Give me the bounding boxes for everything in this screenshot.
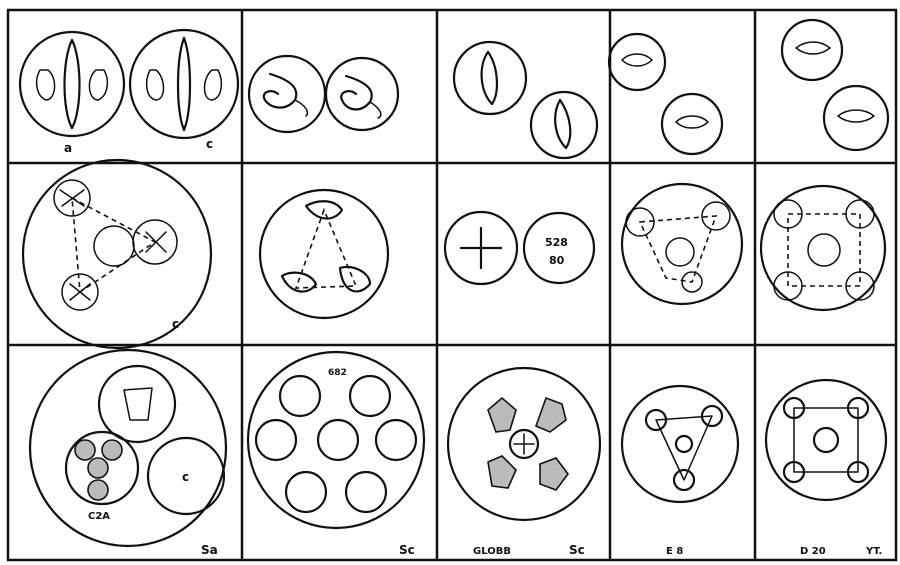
cell-r3c2 xyxy=(248,352,424,528)
cell-r1c1: a c xyxy=(20,30,238,155)
cell-r2c4 xyxy=(622,184,742,304)
label-r3c4-cell: E 8 xyxy=(666,546,683,557)
cell-r3c3 xyxy=(448,368,600,520)
cell-r2c3 xyxy=(445,212,594,284)
cell-r3c4 xyxy=(622,386,738,502)
cell-r2c5 xyxy=(761,186,885,310)
cell-r1c4 xyxy=(609,34,722,154)
label-r3c1-mid: c xyxy=(182,470,189,484)
cell-r1c3 xyxy=(454,42,597,158)
label-r2c1: c xyxy=(172,317,179,331)
cell-r2c2 xyxy=(260,190,388,318)
cell-r1c5 xyxy=(782,20,888,150)
label-r3c2-cell: Sc xyxy=(399,543,415,557)
cell-r2c1 xyxy=(23,160,211,348)
label-r3c1-inner: C2A xyxy=(88,511,110,522)
cell-r1c2 xyxy=(249,56,398,132)
cell-r3c1 xyxy=(30,350,226,546)
label-r3c5-cell: D 20 xyxy=(800,546,826,557)
grid-lines xyxy=(8,10,896,560)
label-r3c2-top: 682 xyxy=(328,368,347,378)
label-r3c1-cell: Sa xyxy=(201,543,218,557)
cell-c-figure xyxy=(130,30,238,138)
label-r3c3-left: GLOBB xyxy=(473,546,511,557)
label-c: c xyxy=(206,137,213,151)
label-r2c3-bottom: 80 xyxy=(549,254,565,267)
label-r2c3-top: 528 xyxy=(545,236,568,249)
label-r3c3-right: Sc xyxy=(569,543,585,557)
label-r3c5-corner: YT. xyxy=(865,546,882,557)
label-a: a xyxy=(64,141,72,155)
cell-a-figure xyxy=(20,32,124,136)
cell-r3c5 xyxy=(766,380,886,500)
